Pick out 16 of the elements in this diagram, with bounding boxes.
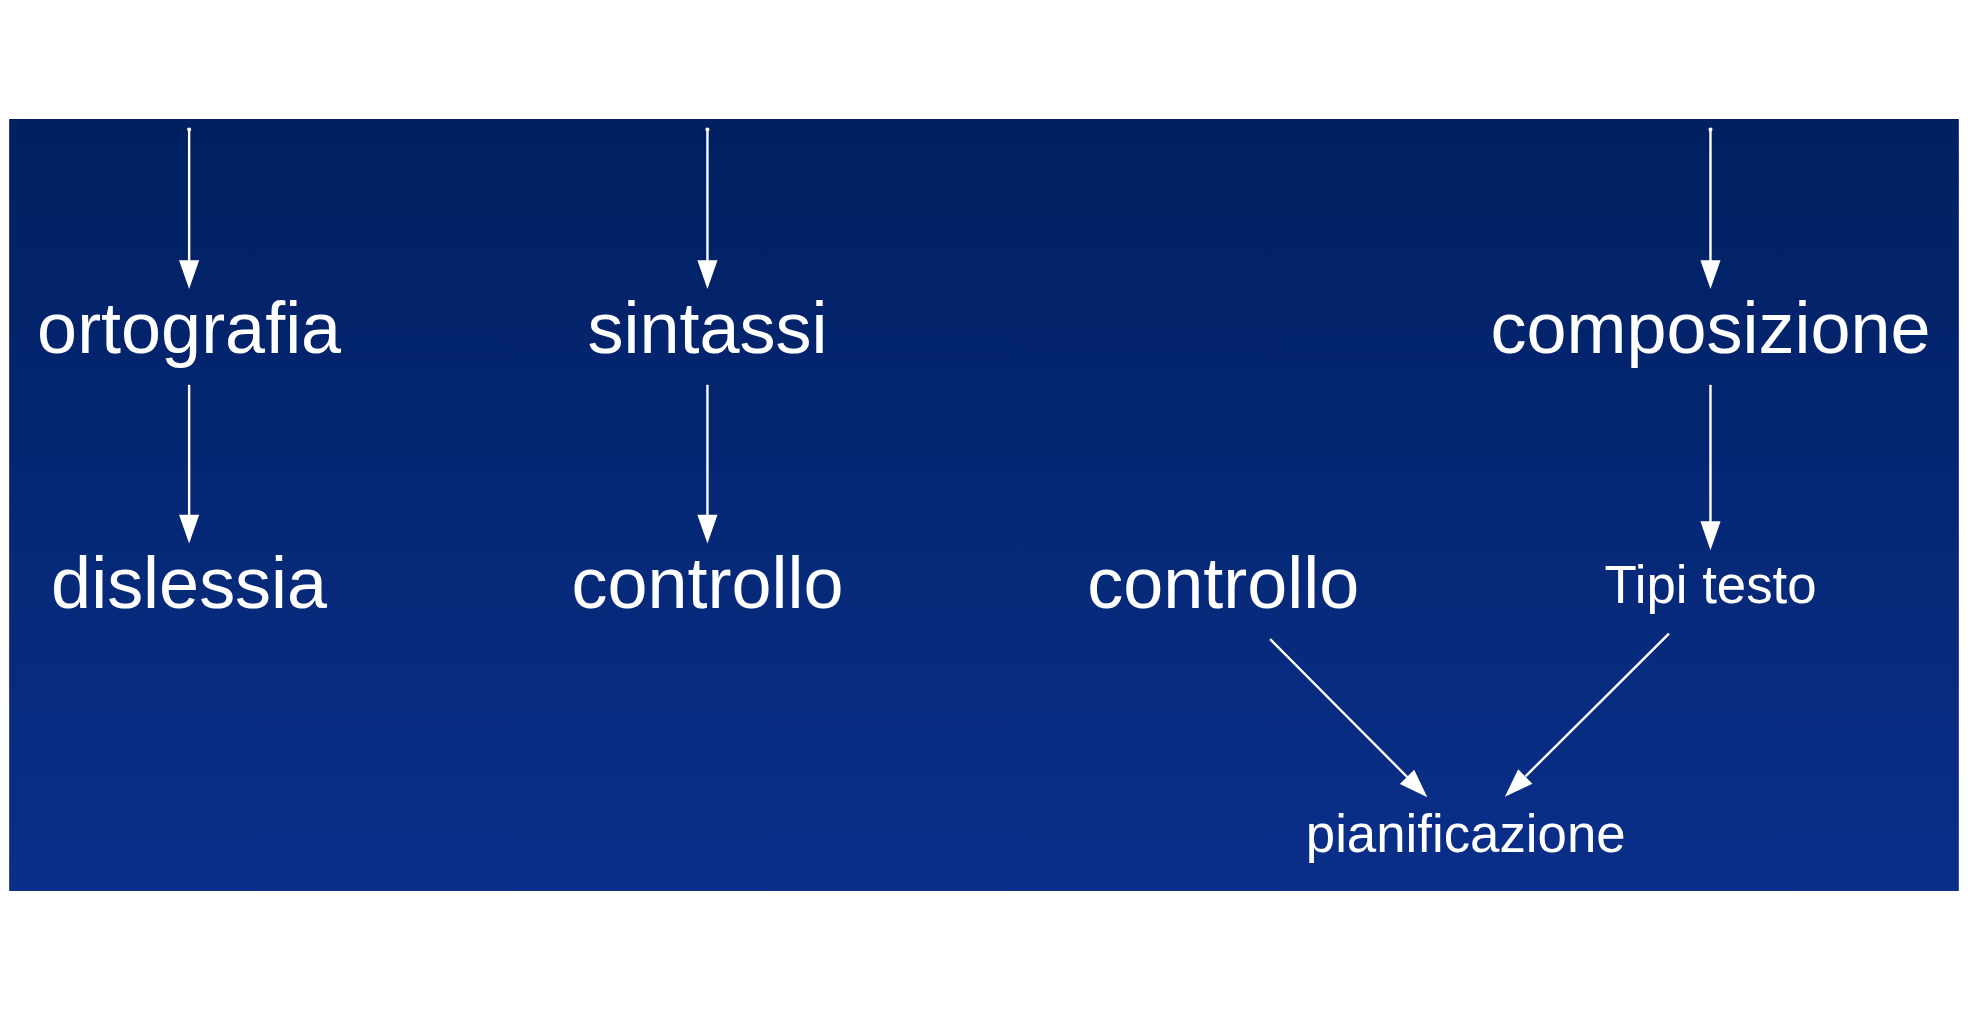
arrow xyxy=(1700,129,1721,289)
node-text: sintassi xyxy=(587,287,828,368)
node-text: dislessia xyxy=(51,542,328,623)
node-text: composizione xyxy=(1490,287,1931,368)
arrow xyxy=(697,129,718,289)
node-text: ortografia xyxy=(37,287,342,368)
node-text: pianificazione xyxy=(1305,803,1626,863)
arrow xyxy=(179,384,200,543)
node-text: Tipi testo xyxy=(1604,554,1817,614)
arrow xyxy=(1700,384,1721,550)
node-text: controllo xyxy=(1087,542,1360,623)
arrow xyxy=(179,129,200,289)
arrow xyxy=(697,384,718,543)
arrow xyxy=(1504,632,1670,797)
arrow xyxy=(1269,637,1428,797)
node-text: controllo xyxy=(571,542,844,623)
